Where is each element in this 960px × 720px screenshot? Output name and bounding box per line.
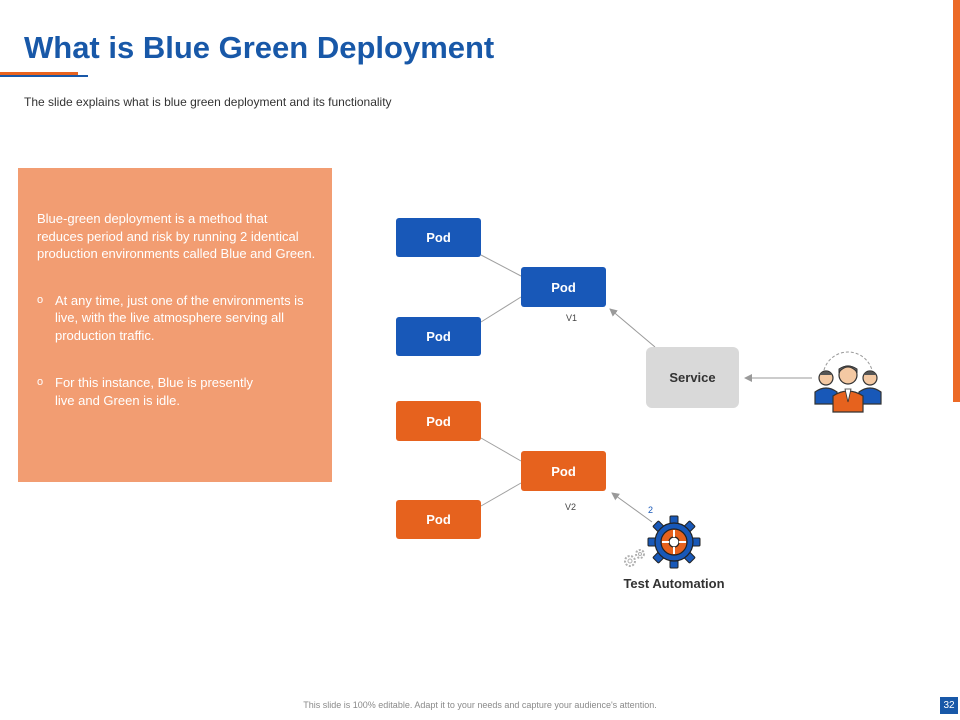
test-automation-label: Test Automation bbox=[623, 576, 725, 591]
connector-line bbox=[480, 437, 522, 462]
arrow-test-to-pod bbox=[611, 492, 653, 523]
info-bullet: o For this instance, Blue is presently l… bbox=[37, 374, 255, 409]
green-pod: Pod bbox=[396, 500, 481, 539]
green-pod: Pod bbox=[396, 401, 481, 441]
small-gears-icon bbox=[624, 549, 645, 567]
green-main-pod: Pod bbox=[521, 451, 606, 491]
connector-line bbox=[480, 296, 522, 323]
bullet-marker: o bbox=[37, 376, 44, 388]
info-panel: Blue-green deployment is a method that r… bbox=[18, 168, 332, 482]
blue-pod: Pod bbox=[396, 218, 481, 257]
blue-version-label: V1 bbox=[566, 313, 578, 323]
service-box: Service bbox=[646, 347, 739, 408]
arrow-service-to-pod bbox=[609, 308, 656, 348]
gear-icon bbox=[647, 515, 701, 569]
title-underline-orange bbox=[0, 72, 78, 75]
page-number: 32 bbox=[940, 697, 958, 714]
info-intro: Blue-green deployment is a method that r… bbox=[37, 211, 316, 261]
connector-line bbox=[480, 482, 522, 507]
blue-pod: Pod bbox=[396, 317, 481, 356]
step-number: 2 bbox=[648, 505, 654, 515]
users-group-icon bbox=[814, 351, 882, 413]
green-version-label: V2 bbox=[565, 502, 577, 512]
slide-title: What is Blue Green Deployment bbox=[24, 30, 495, 65]
slide-subtitle: The slide explains what is blue green de… bbox=[24, 95, 392, 109]
blue-main-pod: Pod bbox=[521, 267, 606, 307]
connector-line bbox=[480, 254, 522, 277]
footer-note: This slide is 100% editable. Adapt it to… bbox=[303, 700, 657, 710]
title-underline-blue bbox=[0, 75, 88, 77]
right-accent-bar bbox=[953, 0, 960, 402]
bullet-text: For this instance, Blue is presently liv… bbox=[55, 375, 253, 408]
bullet-marker: o bbox=[37, 293, 44, 306]
bullet-text: At any time, just one of the environment… bbox=[55, 292, 304, 343]
info-bullet: o At any time, just one of the environme… bbox=[37, 292, 316, 345]
